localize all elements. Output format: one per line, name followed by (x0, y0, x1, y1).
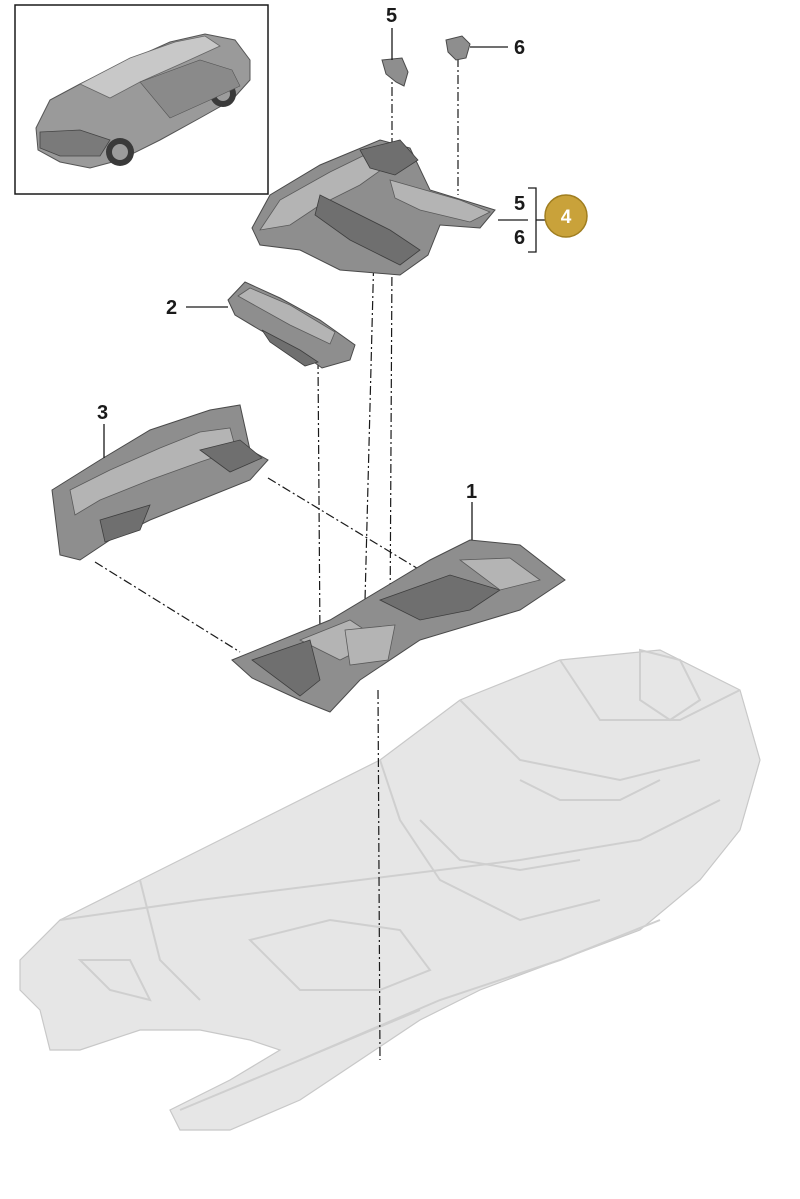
callout-1: 1 (466, 481, 477, 503)
callout-3: 3 (97, 402, 108, 424)
leader-lines (103, 28, 548, 540)
part-1-floor-pan (231, 539, 566, 713)
callout-labels: 5 6 2 3 1 5 6 (97, 5, 525, 503)
callout-5-group: 5 (514, 193, 525, 215)
callout-5-top: 5 (386, 5, 397, 27)
assembly-badge-label: 4 (561, 207, 572, 228)
assembly-lines (94, 58, 459, 1061)
callout-6-group: 6 (514, 227, 525, 249)
vehicle-thumbnail (14, 4, 269, 195)
part-2-bracket (227, 281, 356, 369)
part-3-panel (51, 404, 269, 561)
assembly-badge[interactable]: 4 (544, 194, 588, 238)
callout-6-top: 6 (514, 37, 525, 59)
part-6-top-bracket (445, 35, 471, 61)
car-thumbnail-icon (35, 33, 251, 169)
part-5-top-bracket (381, 57, 409, 87)
top-frame-assembly (251, 139, 496, 276)
ghost-body-structure (19, 648, 761, 1131)
callout-2: 2 (166, 297, 177, 319)
